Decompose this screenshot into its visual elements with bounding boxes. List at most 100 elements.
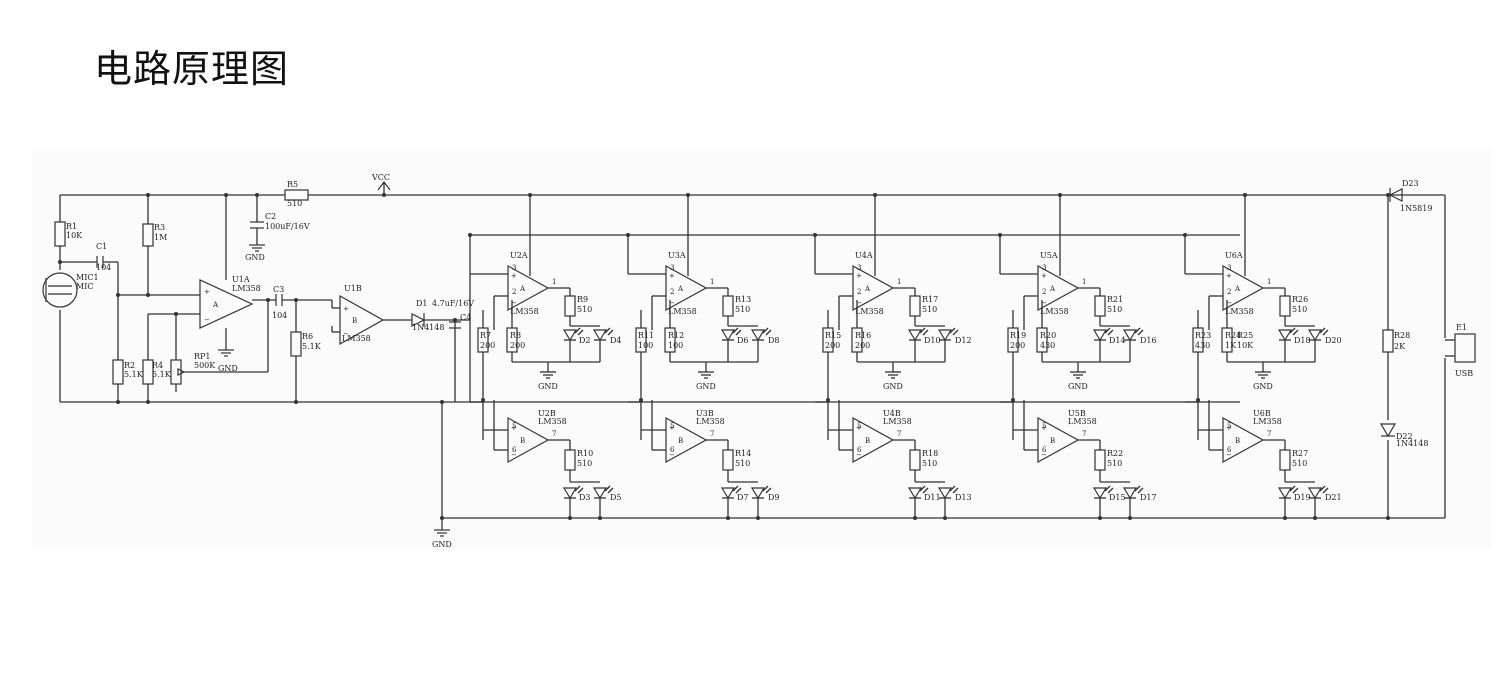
pin-3-2: 3: [670, 264, 674, 272]
opamp-u4b-minus: −: [856, 451, 862, 459]
led-d6: [720, 329, 736, 342]
front-end-labels: R1 10K R2 5.1K R3 1M R4 5.1K R5 510 R6 5…: [66, 173, 1473, 549]
label-d17: D17: [1140, 493, 1157, 502]
opamp-u6b-minus: −: [1226, 451, 1232, 459]
label-r21-ref: R21: [1107, 295, 1123, 304]
opamp-u2b-letter: B: [520, 437, 525, 445]
label-chip-b-4: LM358: [1068, 417, 1097, 426]
diode-d23: [1388, 188, 1403, 202]
label-d21: D21: [1325, 493, 1342, 502]
pin-1-2: 1: [710, 278, 714, 286]
pin-7-4: 7: [1082, 430, 1086, 438]
label-d23-ref: D23: [1402, 179, 1419, 188]
pin-3-4: 3: [1042, 264, 1046, 272]
label-r17-ref: R17: [922, 295, 938, 304]
pin-7-1: 7: [552, 430, 556, 438]
label-d23-val: 1N5819: [1400, 204, 1432, 213]
opamp-u6b: [1222, 416, 1265, 464]
label-u6a: U6A: [1225, 251, 1243, 260]
label-gnd-stage-3: GND: [883, 382, 903, 391]
led-d17: [1122, 487, 1138, 500]
label-r11-ref: R11: [638, 331, 654, 340]
resistor-r6: [290, 331, 302, 357]
pin-5-4: 5: [1042, 422, 1046, 430]
led-d2: [562, 329, 578, 342]
opamp-u3b-plus: +: [669, 424, 675, 432]
opamp-u5a-minus: −: [1041, 299, 1047, 307]
label-r16-val: 200: [855, 341, 870, 350]
label-gnd-stage-4: GND: [1068, 382, 1088, 391]
opamp-u5a: [1037, 264, 1080, 312]
svg-text:−: −: [343, 330, 349, 338]
label-d6: D6: [737, 336, 749, 345]
led-d7: [720, 487, 736, 500]
resistor-r2: [112, 359, 124, 385]
label-r19-ref: R19: [1010, 331, 1026, 340]
opamp-u2a-minus: −: [511, 299, 517, 307]
svg-text:B: B: [352, 317, 357, 325]
svg-text:A: A: [212, 301, 219, 309]
label-d3: D3: [579, 493, 591, 502]
label-r3-ref: R3: [154, 223, 165, 232]
label-r12-val: 100: [668, 341, 683, 350]
pin-3-5: 3: [1227, 264, 1231, 272]
label-rp1-ref: RP1: [194, 352, 211, 361]
opamp-u4b: [852, 416, 895, 464]
svg-text:−: −: [204, 316, 210, 324]
label-r19-val: 200: [1010, 341, 1025, 350]
label-chip-a-2: LM358: [668, 307, 697, 316]
opamp-u4a: [852, 264, 895, 312]
label-chip-a-4: LM358: [1040, 307, 1069, 316]
label-r13-val: 510: [735, 305, 750, 314]
opamp-u6a: [1222, 264, 1265, 312]
opamp-u3a-letter: A: [677, 285, 684, 293]
label-r1-ref: R1: [66, 222, 77, 231]
led-d8: [750, 329, 766, 342]
label-u2b: U2B: [538, 409, 556, 418]
label-r12-ref: R12: [668, 331, 684, 340]
opamp-u2a: [507, 264, 550, 312]
label-r2-val: 5.1K: [124, 370, 144, 379]
label-c3-ref: C3: [273, 285, 284, 294]
opamp-u6a-plus: +: [1226, 272, 1232, 280]
label-u1a-ref: U1A: [232, 275, 250, 284]
pin-1-4: 1: [1082, 278, 1086, 286]
opamp-u2b-plus: +: [511, 424, 517, 432]
opamp-u3a: [665, 264, 708, 312]
label-gnd-stage-5: GND: [1253, 382, 1273, 391]
label-r25-val: 10K: [1237, 341, 1254, 350]
label-r24-val: 1K: [1225, 341, 1237, 350]
opamp-u6a-letter: A: [1234, 285, 1241, 293]
opamp-u3b-letter: B: [678, 437, 683, 445]
pin-7-2: 7: [710, 430, 714, 438]
diode-d22: [1379, 423, 1397, 438]
label-d19: D19: [1294, 493, 1311, 502]
label-c4-ref: C4: [460, 313, 471, 322]
label-d1-val: 1N4148: [412, 323, 444, 332]
label-d22-ref: D22: [1396, 432, 1413, 441]
label-r25-ref: R25: [1237, 331, 1253, 340]
pin-6-1: 6: [512, 446, 517, 454]
resistor-r3: [142, 223, 154, 247]
led-d9: [750, 487, 766, 500]
pin-3-1: 3: [512, 264, 516, 272]
label-r18-ref: R18: [922, 449, 938, 458]
opamp-u3b: [665, 416, 708, 464]
label-u1a-val: LM358: [232, 284, 261, 293]
page-title: 电路原理图: [94, 47, 290, 91]
label-usb: USB: [1455, 369, 1473, 378]
label-gnd-stage-1: GND: [538, 382, 558, 391]
label-c1-ref: C1: [96, 242, 107, 251]
junction-dots: [58, 193, 1390, 520]
opamp-u3b-minus: −: [669, 451, 675, 459]
label-r24-ref: R24: [1225, 331, 1241, 340]
resistor-r1: [54, 221, 66, 247]
opamp-u4b-plus: +: [856, 424, 862, 432]
pin-2-5: 2: [1227, 288, 1231, 296]
schematic-paper: [32, 148, 1492, 550]
opamp-u5a-letter: A: [1049, 285, 1056, 293]
pin-2-4: 2: [1042, 288, 1046, 296]
